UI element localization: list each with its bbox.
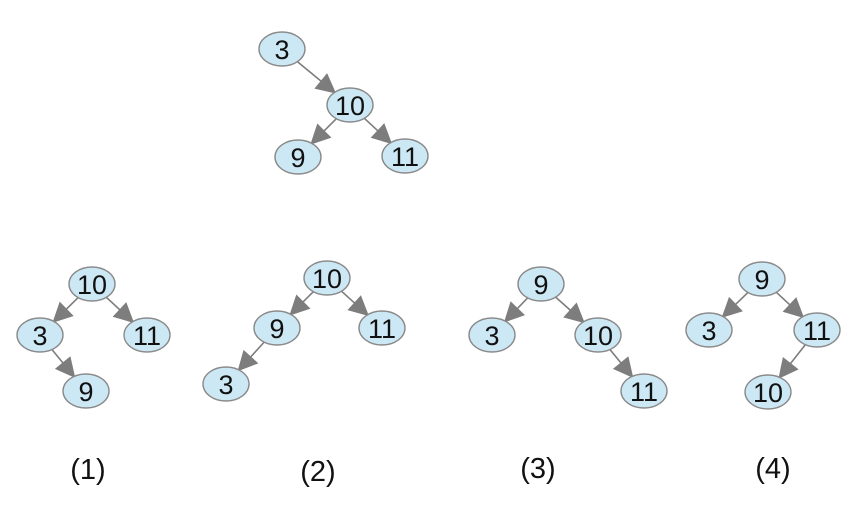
tree-node: 10 [68, 266, 116, 302]
nodes-layer: 3 10 9 11 10 3 11 9 10 9 11 3 9 3 10 11 9 3 11 10 [16, 31, 841, 410]
tree-node: 9 [517, 266, 565, 302]
edge-arrow [555, 296, 585, 324]
node-label: 9 [269, 314, 284, 344]
edge-arrow [363, 117, 393, 145]
node-ellipse [620, 373, 668, 409]
edge-arrow [503, 297, 529, 323]
edge-arrow [51, 349, 76, 379]
node-label: 9 [290, 143, 305, 173]
captions-layer: (1) (2) (3) (4) [70, 453, 790, 488]
node-label: 9 [78, 377, 93, 407]
tree-node: 9 [274, 139, 322, 175]
node-ellipse [253, 310, 301, 346]
node-ellipse [685, 312, 733, 348]
tree-node: 9 [253, 310, 301, 346]
node-ellipse [744, 374, 792, 410]
node-ellipse [574, 317, 622, 353]
edge-arrow [289, 291, 314, 316]
tree-node: 3 [258, 31, 306, 67]
tree-node: 10 [326, 87, 374, 123]
tree-node: 9 [62, 373, 110, 409]
node-ellipse [123, 317, 171, 353]
node-label: 3 [32, 321, 47, 351]
tree-node: 11 [381, 138, 429, 174]
node-label: 11 [368, 314, 396, 344]
node-ellipse [326, 87, 374, 123]
option-caption: (1) [70, 454, 105, 486]
option-caption: (2) [300, 456, 335, 488]
edge-arrow [296, 61, 337, 94]
tree-node: 3 [202, 366, 250, 402]
node-ellipse [68, 266, 116, 302]
node-label: 3 [484, 321, 499, 351]
node-label: 9 [533, 270, 548, 300]
node-ellipse [793, 312, 841, 348]
tree-node: 3 [468, 317, 516, 353]
node-ellipse [738, 261, 786, 297]
node-ellipse [381, 138, 429, 174]
node-label: 10 [583, 321, 613, 351]
node-ellipse [202, 366, 250, 402]
node-ellipse [358, 310, 406, 346]
tree-node: 3 [16, 317, 64, 353]
tree-node: 11 [358, 310, 406, 346]
node-ellipse [468, 317, 516, 353]
tree-node: 11 [620, 373, 668, 409]
node-label: 10 [312, 264, 342, 294]
node-label: 10 [335, 91, 365, 121]
node-label: 3 [701, 316, 716, 346]
edge-arrow [52, 297, 79, 323]
node-ellipse [258, 31, 306, 67]
node-label: 3 [274, 35, 289, 65]
node-ellipse [16, 317, 64, 353]
edge-arrow [105, 296, 135, 324]
node-ellipse [517, 266, 565, 302]
tree-node: 3 [685, 312, 733, 348]
option-caption: (4) [755, 453, 790, 485]
tree-node: 11 [793, 312, 841, 348]
node-label: 9 [754, 265, 769, 295]
node-label: 3 [218, 370, 233, 400]
edge-arrow [340, 290, 369, 317]
node-label: 10 [77, 270, 107, 300]
node-ellipse [274, 139, 322, 175]
node-label: 10 [753, 378, 783, 408]
edge-arrow [721, 291, 749, 318]
option-caption: (3) [520, 453, 555, 485]
tree-node: 10 [574, 317, 622, 353]
node-label: 11 [803, 316, 831, 346]
edges-layer [51, 61, 807, 379]
node-label: 11 [391, 142, 419, 172]
tree-node: 9 [738, 261, 786, 297]
edge-arrow [237, 341, 265, 372]
tree-node: 10 [303, 260, 351, 296]
edge-arrow [775, 291, 805, 319]
tree-node: 11 [123, 317, 171, 353]
node-ellipse [62, 373, 110, 409]
tree-node: 10 [744, 374, 792, 410]
node-label: 11 [630, 377, 658, 407]
edge-arrow [310, 118, 337, 145]
edge-arrow [609, 349, 634, 379]
edge-arrow [778, 344, 807, 379]
node-ellipse [303, 260, 351, 296]
node-label: 11 [133, 321, 161, 351]
